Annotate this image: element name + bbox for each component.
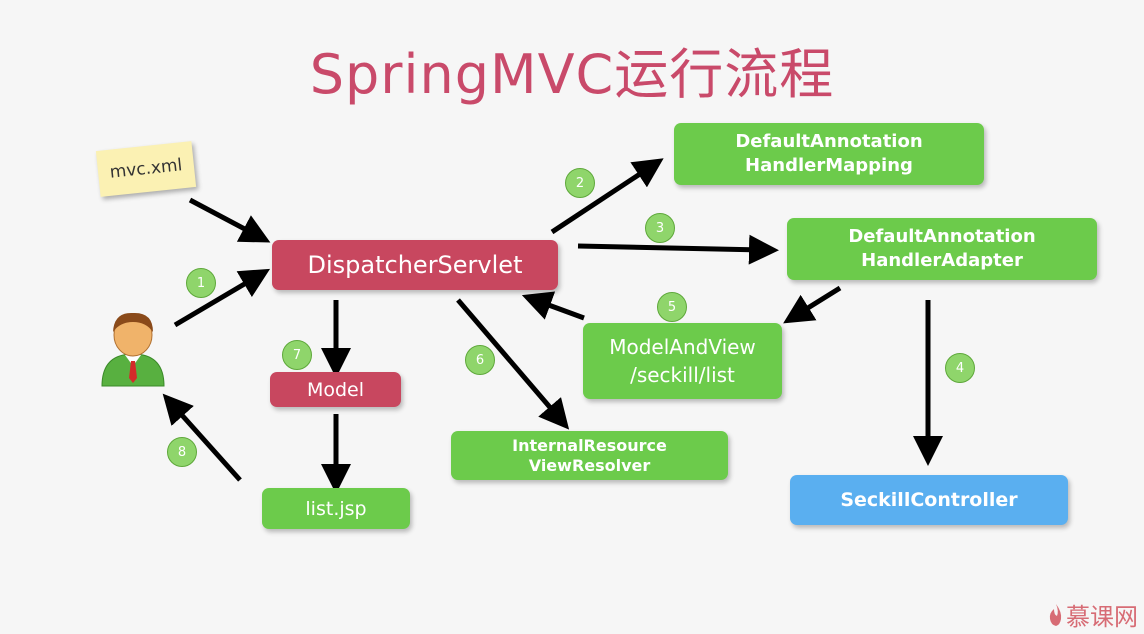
step-badge: 4	[945, 353, 975, 383]
list-jsp-node: list.jsp	[262, 488, 410, 529]
step-badge: 1	[186, 268, 216, 298]
arrow-listjsp-to-user	[162, 393, 242, 482]
flame-icon	[1049, 603, 1062, 626]
handler-adapter-node: DefaultAnnotation HandlerAdapter	[787, 218, 1097, 280]
handler-mapping-node: DefaultAnnotation HandlerMapping	[674, 123, 984, 185]
step-badge: 8	[167, 437, 197, 467]
arrow-config-to-dispatcher	[188, 197, 271, 243]
view-resolver-node: InternalResource ViewResolver	[451, 431, 728, 480]
model-node: Model	[270, 372, 401, 407]
dispatcher-servlet-node: DispatcherServlet	[272, 240, 558, 290]
arrow-dispatcher-to-viewresolver	[456, 298, 570, 430]
page-title: SpringMVC运行流程	[309, 43, 835, 106]
model-and-view-node: ModelAndView /seckill/list	[583, 323, 782, 399]
watermark-logo: 慕课网	[1048, 597, 1138, 632]
step-badge: 2	[565, 168, 595, 198]
logo-text: 慕课网	[1066, 603, 1138, 631]
arrow-user-to-dispatcher	[173, 268, 271, 328]
seckill-controller-node: SeckillController	[790, 475, 1068, 525]
step-badge: 3	[645, 213, 675, 243]
step-badge: 7	[282, 340, 312, 370]
arrow-adapter-to-modelandview	[783, 285, 842, 324]
arrow-dispatcher-to-adapter	[577, 234, 779, 265]
arrow-dispatcher-to-mapping	[550, 158, 664, 235]
arrow-modelandview-to-dispatcher	[521, 291, 585, 321]
step-badge: 6	[465, 345, 495, 375]
user-avatar-icon	[101, 312, 165, 387]
step-badge: 5	[657, 292, 687, 322]
